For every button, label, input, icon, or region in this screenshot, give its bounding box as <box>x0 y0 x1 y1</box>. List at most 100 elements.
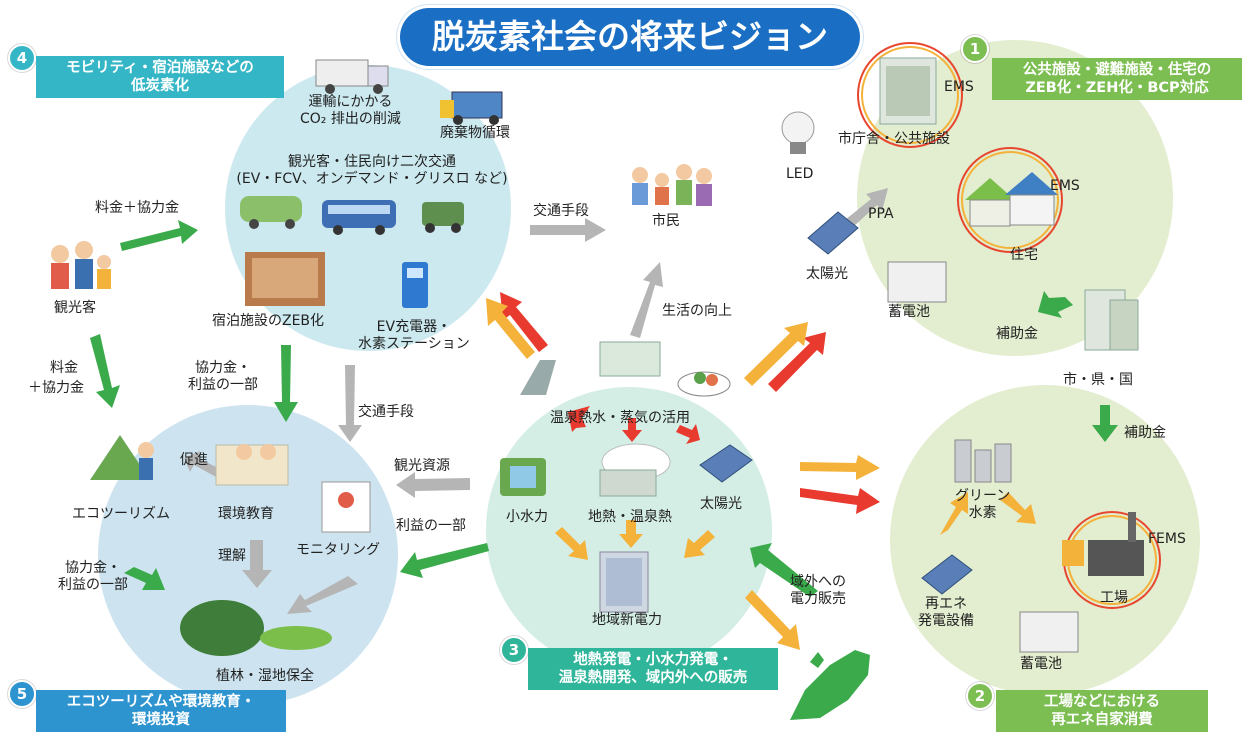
renewable-line-1: 再エネ <box>925 596 967 612</box>
eco-banner: エコツーリズムや環境教育・ 環境投資 <box>36 690 286 732</box>
small-hydro-label: 小水力 <box>506 509 548 525</box>
led-illustration <box>781 111 815 154</box>
section-1-number: 1 <box>961 35 989 63</box>
gray-arrows <box>184 188 888 614</box>
city-hall-label: 市庁舎・公共施設 <box>838 131 950 147</box>
city-hall-illustration <box>857 42 963 148</box>
ems-label-2: EMS <box>1050 178 1080 194</box>
waste-label: 廃棄物循環 <box>440 125 510 141</box>
citizens-label: 市民 <box>652 213 680 229</box>
led-label: LED <box>786 166 814 182</box>
vehicle-illustrations <box>240 196 464 235</box>
hydrogen-plant-illustration <box>954 439 1012 483</box>
house-label: 住宅 <box>1010 247 1038 263</box>
mobility-banner-line-2: 低炭素化 <box>131 78 189 94</box>
small-hydro-illustration <box>500 458 546 496</box>
green-hydrogen-line-2: 水素 <box>968 505 997 521</box>
donation-profit-b-line-1: 協力金・ <box>65 560 121 576</box>
red-arrows <box>500 292 880 514</box>
transport-reduction-line-2: CO₂ 排出の削減 <box>300 111 401 127</box>
eco-banner-line-1: エコツーリズムや環境教育・ <box>66 694 256 710</box>
external-sales-line-1: 域外への <box>790 574 846 590</box>
geothermal-solar-label: 太陽光 <box>700 496 742 512</box>
secondary-transport-label: 観光客・住民向け二次交通 (EV・FCV、オンデマンド・グリスロ など) <box>200 154 544 188</box>
tourism-resources-label: 観光資源 <box>394 458 450 474</box>
transport-means-label-2: 交通手段 <box>358 404 414 420</box>
public-battery-label: 蓄電池 <box>888 304 930 320</box>
ev-charger-label: EV充電器・ 水素ステーション <box>358 319 470 353</box>
orange-arrows <box>486 298 1036 650</box>
tourists-label: 観光客 <box>54 300 96 316</box>
plus-donation-label: ＋協力金 <box>28 380 84 396</box>
secondary-transport-line-1: 観光客・住民向け二次交通 <box>288 154 456 170</box>
fems-label: FEMS <box>1148 531 1186 547</box>
ev-charger-illustration <box>402 262 428 308</box>
external-sales-line-2: 電力販売 <box>790 591 846 607</box>
factory-banner-line-2: 再エネ自家消費 <box>1051 712 1153 728</box>
secondary-transport-line-2: (EV・FCV、オンデマンド・グリスロ など) <box>236 171 508 187</box>
mobility-banner-line-1: モビリティ・宿泊施設などの <box>66 60 254 76</box>
section-5-number: 5 <box>8 680 36 708</box>
government-building-illustration <box>1084 289 1139 351</box>
public-banner: 公共施設・避難施設・住宅の ZEB化・ZEH化・BCP対応 <box>992 58 1242 100</box>
donation-profit-b-line-2: 利益の一部 <box>58 577 128 593</box>
eco-illustrations <box>90 435 371 656</box>
truck-illustration <box>315 59 389 94</box>
factory-label: 工場 <box>1100 590 1128 606</box>
government-label: 市・県・国 <box>1063 372 1133 388</box>
factory-banner-line-1: 工場などにおける <box>1044 694 1160 710</box>
green-hydrogen-label: グリーン 水素 <box>955 488 1010 522</box>
hot-spring-use-label: 温泉熱水・蒸気の活用 <box>550 410 690 426</box>
renewable-line-2: 発電設備 <box>918 613 974 629</box>
geothermal-banner: 地熱発電・小水力発電・ 温泉熱開発、域内外への販売 <box>528 648 778 690</box>
donation-profit-label-a: 協力金・ 利益の一部 <box>188 360 258 394</box>
education-label: 環境教育 <box>218 506 274 522</box>
house-illustration <box>957 147 1063 253</box>
fee-label: 料金 <box>50 360 78 376</box>
garbage-truck-illustration <box>440 91 503 125</box>
hotel-zeb-label: 宿泊施設のZEB化 <box>212 313 325 329</box>
ev-charger-line-2: 水素ステーション <box>358 336 470 352</box>
factory-illustration <box>1062 511 1161 609</box>
fee-donation-label: 料金＋協力金 <box>95 200 179 216</box>
page-title: 脱炭素社会の将来ビジョン <box>400 8 860 66</box>
ev-charger-line-1: EV充電器・ <box>376 319 452 335</box>
subsidy-label-1: 補助金 <box>996 326 1038 342</box>
promotion-text: 促進 <box>180 452 208 468</box>
public-banner-line-2: ZEB化・ZEH化・BCP対応 <box>1025 80 1209 96</box>
eco-circle <box>98 405 398 705</box>
geothermal-banner-line-1: 地熱発電・小水力発電・ <box>573 652 733 668</box>
hotel-illustration <box>245 252 325 306</box>
external-sales-label: 域外への 電力販売 <box>790 574 846 608</box>
battery-illustration <box>887 261 1079 653</box>
solar-panels-illustration <box>699 211 973 595</box>
region-map-illustration <box>790 650 870 720</box>
transport-means-label-1: 交通手段 <box>533 203 589 219</box>
section-4-number: 4 <box>8 44 36 72</box>
mobility-banner: モビリティ・宿泊施設などの 低炭素化 <box>36 56 284 98</box>
understanding-label: 理解 <box>218 548 246 564</box>
profit-part-label: 利益の一部 <box>396 518 466 534</box>
donation-profit-a-line-1: 協力金・ <box>195 360 251 376</box>
transport-reduction-label: 運輸にかかる CO₂ 排出の削減 <box>300 94 401 128</box>
ecotourism-label: エコツーリズム <box>72 506 170 522</box>
citizens-illustration <box>632 164 712 206</box>
forest-label: 植林・湿地保全 <box>216 668 314 684</box>
power-company-illustration <box>599 551 649 613</box>
subsidy-label-2: 補助金 <box>1124 425 1166 441</box>
factory-battery-label: 蓄電池 <box>1020 656 1062 672</box>
donation-profit-a-line-2: 利益の一部 <box>188 377 258 393</box>
geothermal-plant-illustration <box>599 443 671 497</box>
monitoring-label: モニタリング <box>296 542 380 558</box>
ppa-label: PPA <box>868 206 894 222</box>
eco-banner-line-2: 環境投資 <box>132 712 190 728</box>
section-2-number: 2 <box>966 682 994 710</box>
geothermal-banner-line-2: 温泉熱開発、域内外への販売 <box>558 670 748 686</box>
green-arrows <box>90 220 1118 597</box>
ems-label-1: EMS <box>944 79 974 95</box>
hot-spring-use-illustrations <box>520 341 731 397</box>
geothermal-heat-label: 地熱・温泉熱 <box>588 509 672 525</box>
factory-banner: 工場などにおける 再エネ自家消費 <box>996 690 1208 732</box>
